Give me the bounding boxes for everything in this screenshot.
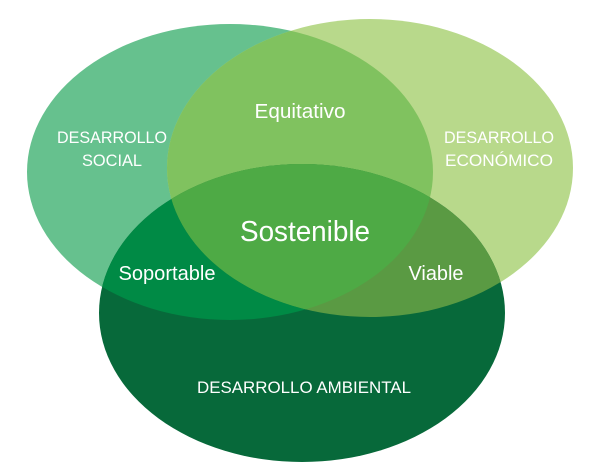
social-label-line1: DESARROLLO [57,128,167,147]
social-label-line2: SOCIAL [82,151,142,170]
equitativo-label: Equitativo [255,101,346,123]
environmental-label: DESARROLLO AMBIENTAL [197,378,411,397]
sostenible-label: Sostenible [240,216,370,248]
viable-label: Viable [409,263,464,285]
economic-label-line1: DESARROLLO [444,128,554,147]
economic-label-line2: ECONÓMICO [445,151,553,170]
soportable-label: Soportable [119,263,216,285]
